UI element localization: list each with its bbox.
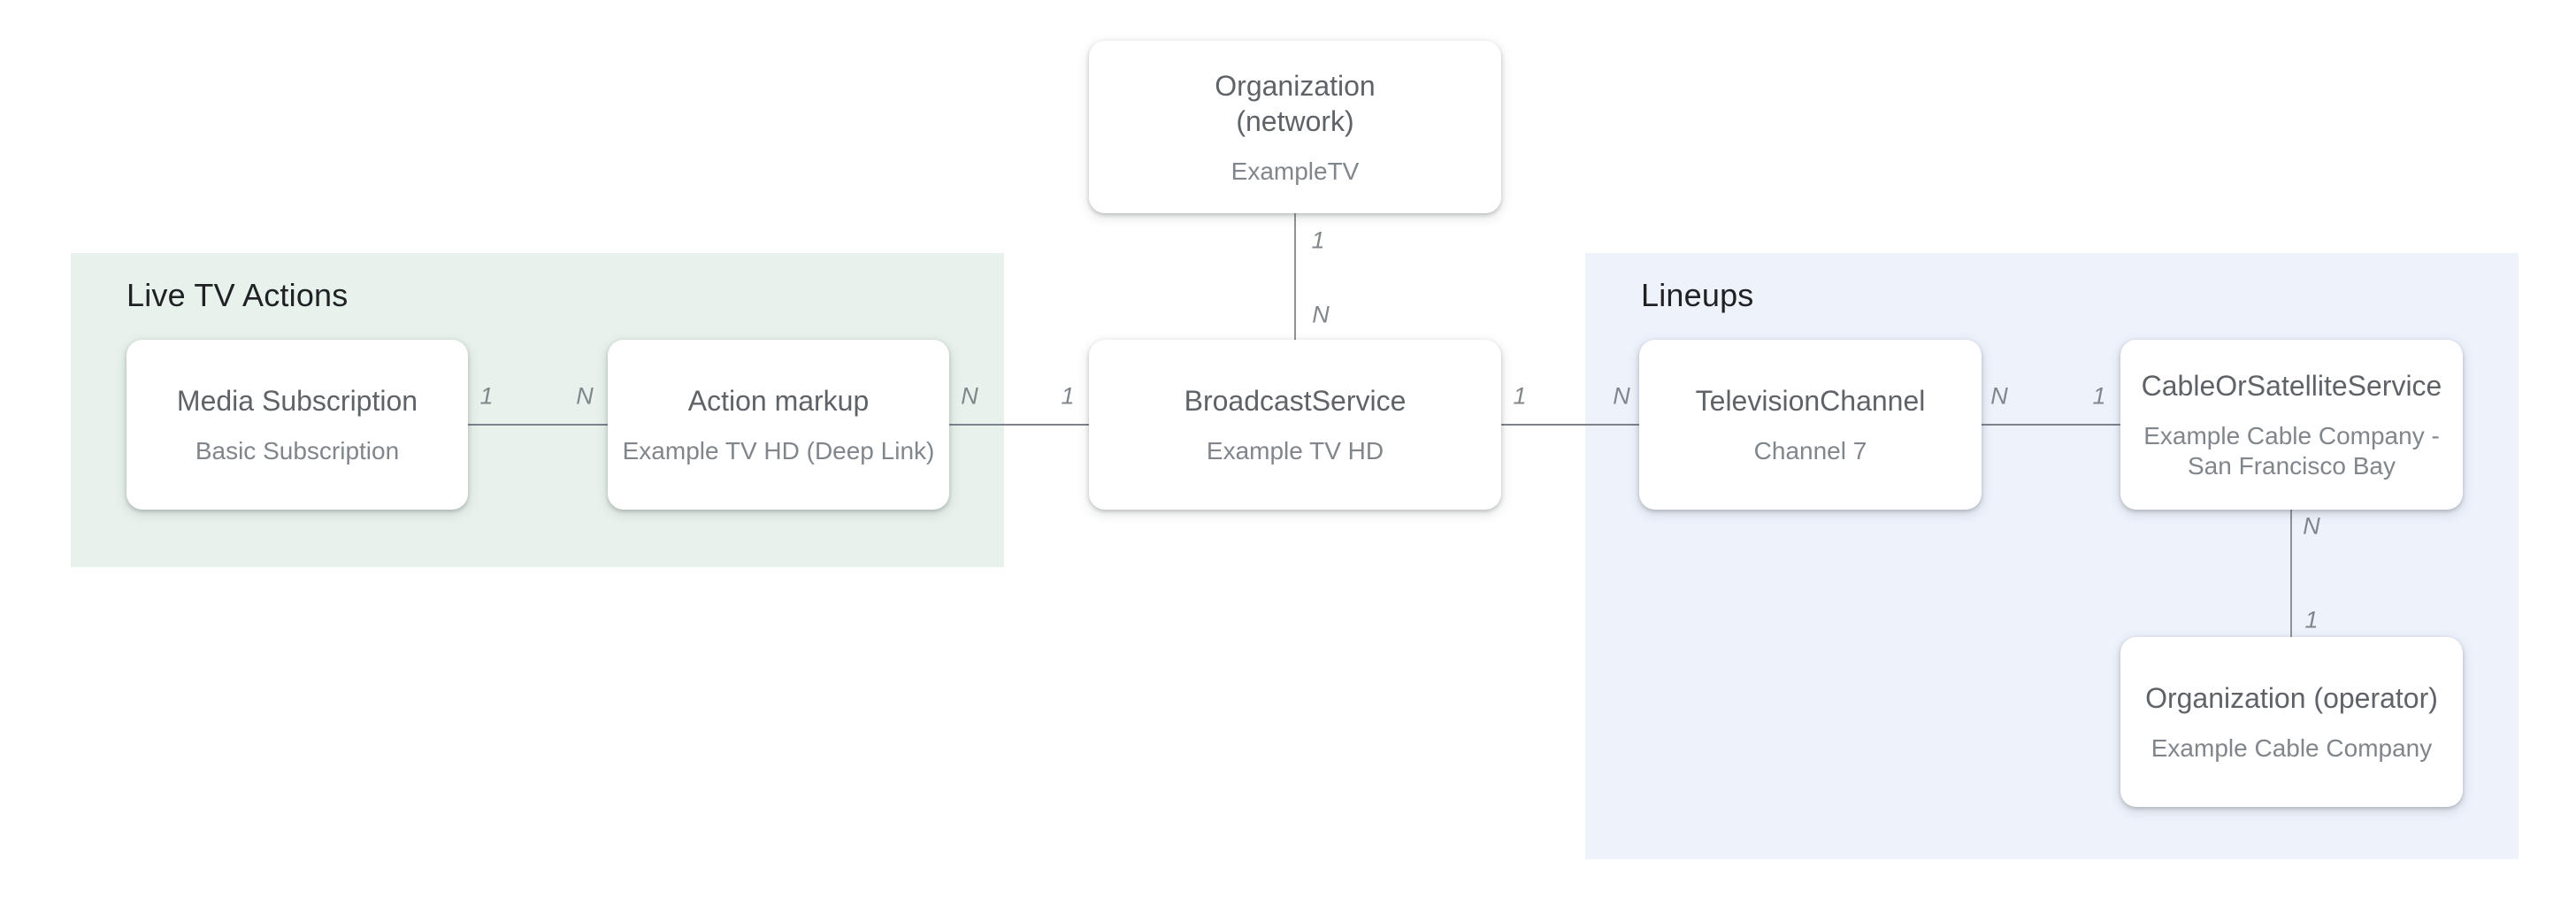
node-broadcast-service: BroadcastService Example TV HD: [1089, 340, 1501, 510]
node-media-subscription-subtitle: Basic Subscription: [195, 437, 400, 465]
cardinality-label: N: [576, 382, 594, 410]
node-television-channel-title: TelevisionChannel: [1695, 385, 1926, 417]
node-broadcast-service-subtitle: Example TV HD: [1206, 437, 1384, 465]
edge-cable-or-satellite-service-org-operator-line: [2290, 510, 2292, 637]
cardinality-label: 1: [479, 382, 494, 410]
cardinality-label: 1: [1311, 226, 1325, 254]
node-org-network: Organization (network) ExampleTV: [1089, 41, 1501, 213]
node-org-operator-title: Organization (operator): [2145, 682, 2438, 714]
node-action-markup: Action markup Example TV HD (Deep Link): [608, 340, 949, 510]
node-org-operator-subtitle: Example Cable Company: [2150, 734, 2433, 762]
node-television-channel-subtitle: Channel 7: [1753, 437, 1867, 465]
node-cable-or-satellite-service: CableOrSatelliteService Example Cable Co…: [2120, 340, 2463, 510]
cardinality-label: 1: [1061, 382, 1075, 410]
edge-media-subscription-action-markup-line: [468, 424, 608, 426]
node-cable-or-satellite-service-subtitle: Example Cable Company - San Francisco Ba…: [2143, 422, 2440, 480]
node-cable-or-satellite-service-title: CableOrSatelliteService: [2141, 370, 2442, 402]
group-lineups-heading: Lineups: [1641, 277, 1754, 313]
cardinality-label: 1: [1513, 382, 1527, 410]
node-org-network-title: Organization (network): [1215, 69, 1376, 137]
cardinality-label: N: [1990, 382, 2008, 410]
node-action-markup-subtitle: Example TV HD (Deep Link): [622, 437, 935, 465]
cardinality-label: 1: [2304, 606, 2319, 633]
edge-action-markup-broadcast-service-line: [949, 424, 1089, 426]
node-action-markup-title: Action markup: [687, 385, 870, 417]
cardinality-label: N: [1312, 301, 1330, 328]
node-media-subscription: Media Subscription Basic Subscription: [126, 340, 468, 510]
node-org-network-subtitle: ExampleTV: [1230, 157, 1360, 185]
node-broadcast-service-title: BroadcastService: [1184, 385, 1407, 417]
cardinality-label: N: [2303, 512, 2320, 540]
cardinality-label: N: [1613, 382, 1630, 410]
cardinality-label: 1: [2092, 382, 2106, 410]
node-org-operator: Organization (operator) Example Cable Co…: [2120, 637, 2463, 807]
edge-org-network-broadcast-service-line: [1294, 213, 1296, 340]
edge-broadcast-service-television-channel-line: [1501, 424, 1639, 426]
cardinality-label: N: [961, 382, 978, 410]
node-media-subscription-title: Media Subscription: [176, 385, 418, 417]
node-television-channel: TelevisionChannel Channel 7: [1639, 340, 1982, 510]
edge-television-channel-cable-or-satellite-service-line: [1982, 424, 2120, 426]
group-live-tv-actions-heading: Live TV Actions: [126, 277, 349, 313]
